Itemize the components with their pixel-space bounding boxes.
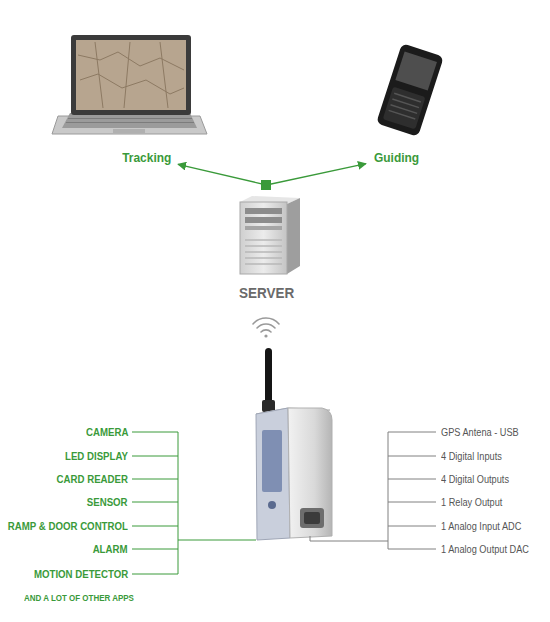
laptop-keyboard xyxy=(62,113,197,128)
laptop-screen xyxy=(76,40,186,110)
drive-bay xyxy=(245,208,282,214)
keyboard-row xyxy=(68,118,192,119)
application-label: SENSOR xyxy=(87,495,128,509)
device-node: SERVER xyxy=(229,185,304,302)
application-label: ALARM xyxy=(93,542,128,556)
node-label: Tracking xyxy=(122,149,171,166)
wireless-signal xyxy=(253,318,279,338)
port-label: 1 Analog Input ADC xyxy=(441,519,521,533)
application-label: LED DISPLAY xyxy=(65,449,128,463)
map-lines xyxy=(78,42,184,108)
signal-arc xyxy=(261,330,271,332)
application-label: AND A LOT OF OTHER APPS xyxy=(24,591,134,605)
phone-keypad xyxy=(383,87,426,130)
device-node: Guiding xyxy=(366,147,428,167)
node-label: Guiding xyxy=(374,149,419,166)
modem-label xyxy=(262,430,282,492)
leader-lines xyxy=(132,432,178,574)
phone-keys xyxy=(389,93,421,119)
signal-dot xyxy=(264,334,267,337)
application-label: CAMERA xyxy=(86,425,128,439)
bracket-line xyxy=(178,432,179,574)
modem-led xyxy=(268,501,276,509)
bracket-to-device xyxy=(310,536,388,541)
phone-illustration xyxy=(376,43,444,136)
signal-arc xyxy=(257,324,275,328)
modem-body xyxy=(288,408,332,538)
serial-port xyxy=(304,512,320,524)
laptop-screen-bezel xyxy=(71,35,191,115)
laptop-illustration xyxy=(52,35,207,134)
port-label: 4 Digital Inputs xyxy=(441,449,502,463)
serial-connector xyxy=(300,508,324,528)
leader-lines xyxy=(388,432,436,549)
server-front xyxy=(240,202,287,274)
drive-bay xyxy=(245,226,282,230)
keyboard-row xyxy=(66,122,194,123)
phone-screen xyxy=(395,51,437,90)
bracket-line xyxy=(388,432,389,549)
node-label: SERVER xyxy=(239,283,294,302)
application-label: MOTION DETECTOR xyxy=(34,567,128,581)
server-vents xyxy=(245,240,282,264)
device-node: Tracking xyxy=(116,147,178,167)
connector-arrow xyxy=(178,164,267,185)
connector-layer xyxy=(178,164,366,185)
port-label: 1 Relay Output xyxy=(441,495,502,509)
application-label: RAMP & DOOR CONTROL xyxy=(8,519,128,533)
server-illustration xyxy=(240,196,300,274)
application-label: CARD READER xyxy=(57,472,128,486)
modem-illustration xyxy=(256,348,332,540)
laptop-touchpad xyxy=(113,129,145,133)
connector-arrow xyxy=(267,164,367,185)
antenna xyxy=(265,348,272,406)
server-side xyxy=(287,198,300,274)
left-bracket xyxy=(132,432,256,574)
antenna-base xyxy=(262,400,275,412)
phone-body xyxy=(376,43,444,136)
port-label: GPS Antena - USB xyxy=(441,425,519,439)
right-bracket xyxy=(310,432,436,549)
port-label: 1 Analog Output DAC xyxy=(441,542,529,556)
port-label: 4 Digital Outputs xyxy=(441,472,509,486)
drive-bay xyxy=(245,217,282,223)
modem-front xyxy=(256,408,290,540)
signal-arc xyxy=(253,318,279,324)
bracket-to-device xyxy=(178,540,256,541)
